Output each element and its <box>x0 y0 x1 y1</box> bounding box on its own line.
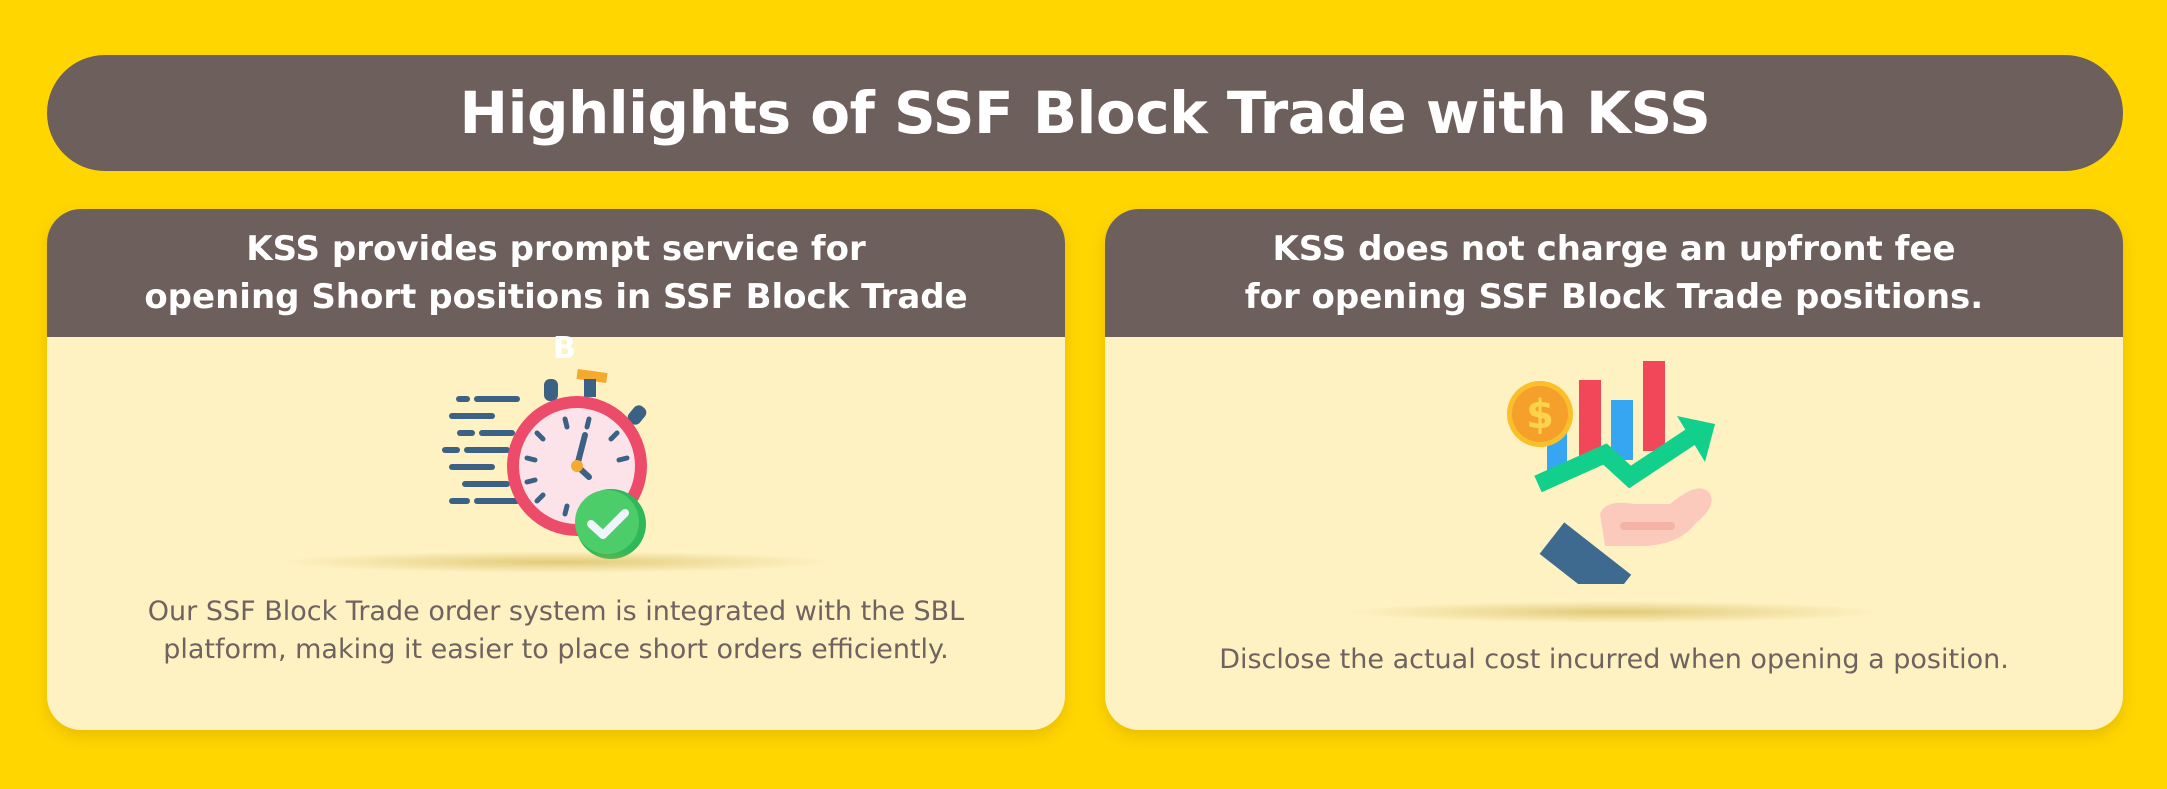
highlight-card-prompt-service: KSS provides prompt service for opening … <box>47 209 1065 730</box>
icon-shadow <box>277 551 837 573</box>
card-description-line: Disclose the actual cost incurred when o… <box>1219 644 2009 675</box>
card-heading-line: opening Short positions in SSF Block Tra… <box>144 277 968 317</box>
highlight-card-no-upfront-fee: KSS does not charge an upfront fee for o… <box>1105 209 2123 730</box>
card-heading-line: KSS does not charge an upfront fee <box>1272 229 1956 269</box>
page-title: Highlights of SSF Block Trade with KSS <box>47 55 2123 171</box>
icon-label: B <box>553 331 576 366</box>
card-description-line: platform, making it easier to place shor… <box>163 634 949 665</box>
icon-shadow <box>1345 601 1885 623</box>
card-heading-line: for opening SSF Block Trade positions. <box>1244 277 1984 317</box>
stopwatch-check-icon <box>442 368 647 559</box>
card-description: Disclose the actual cost incurred when o… <box>1105 641 2123 679</box>
svg-text:$: $ <box>1526 392 1554 438</box>
card-description: Our SSF Block Trade order system is inte… <box>47 593 1065 669</box>
card-heading-line: KSS provides prompt service for <box>246 229 866 269</box>
card-heading: KSS does not charge an upfront fee for o… <box>1105 209 2123 337</box>
card-heading: KSS provides prompt service for opening … <box>47 209 1065 337</box>
hand-growth-chart-icon: $ <box>1507 361 1715 584</box>
card-description-line: Our SSF Block Trade order system is inte… <box>147 596 965 627</box>
